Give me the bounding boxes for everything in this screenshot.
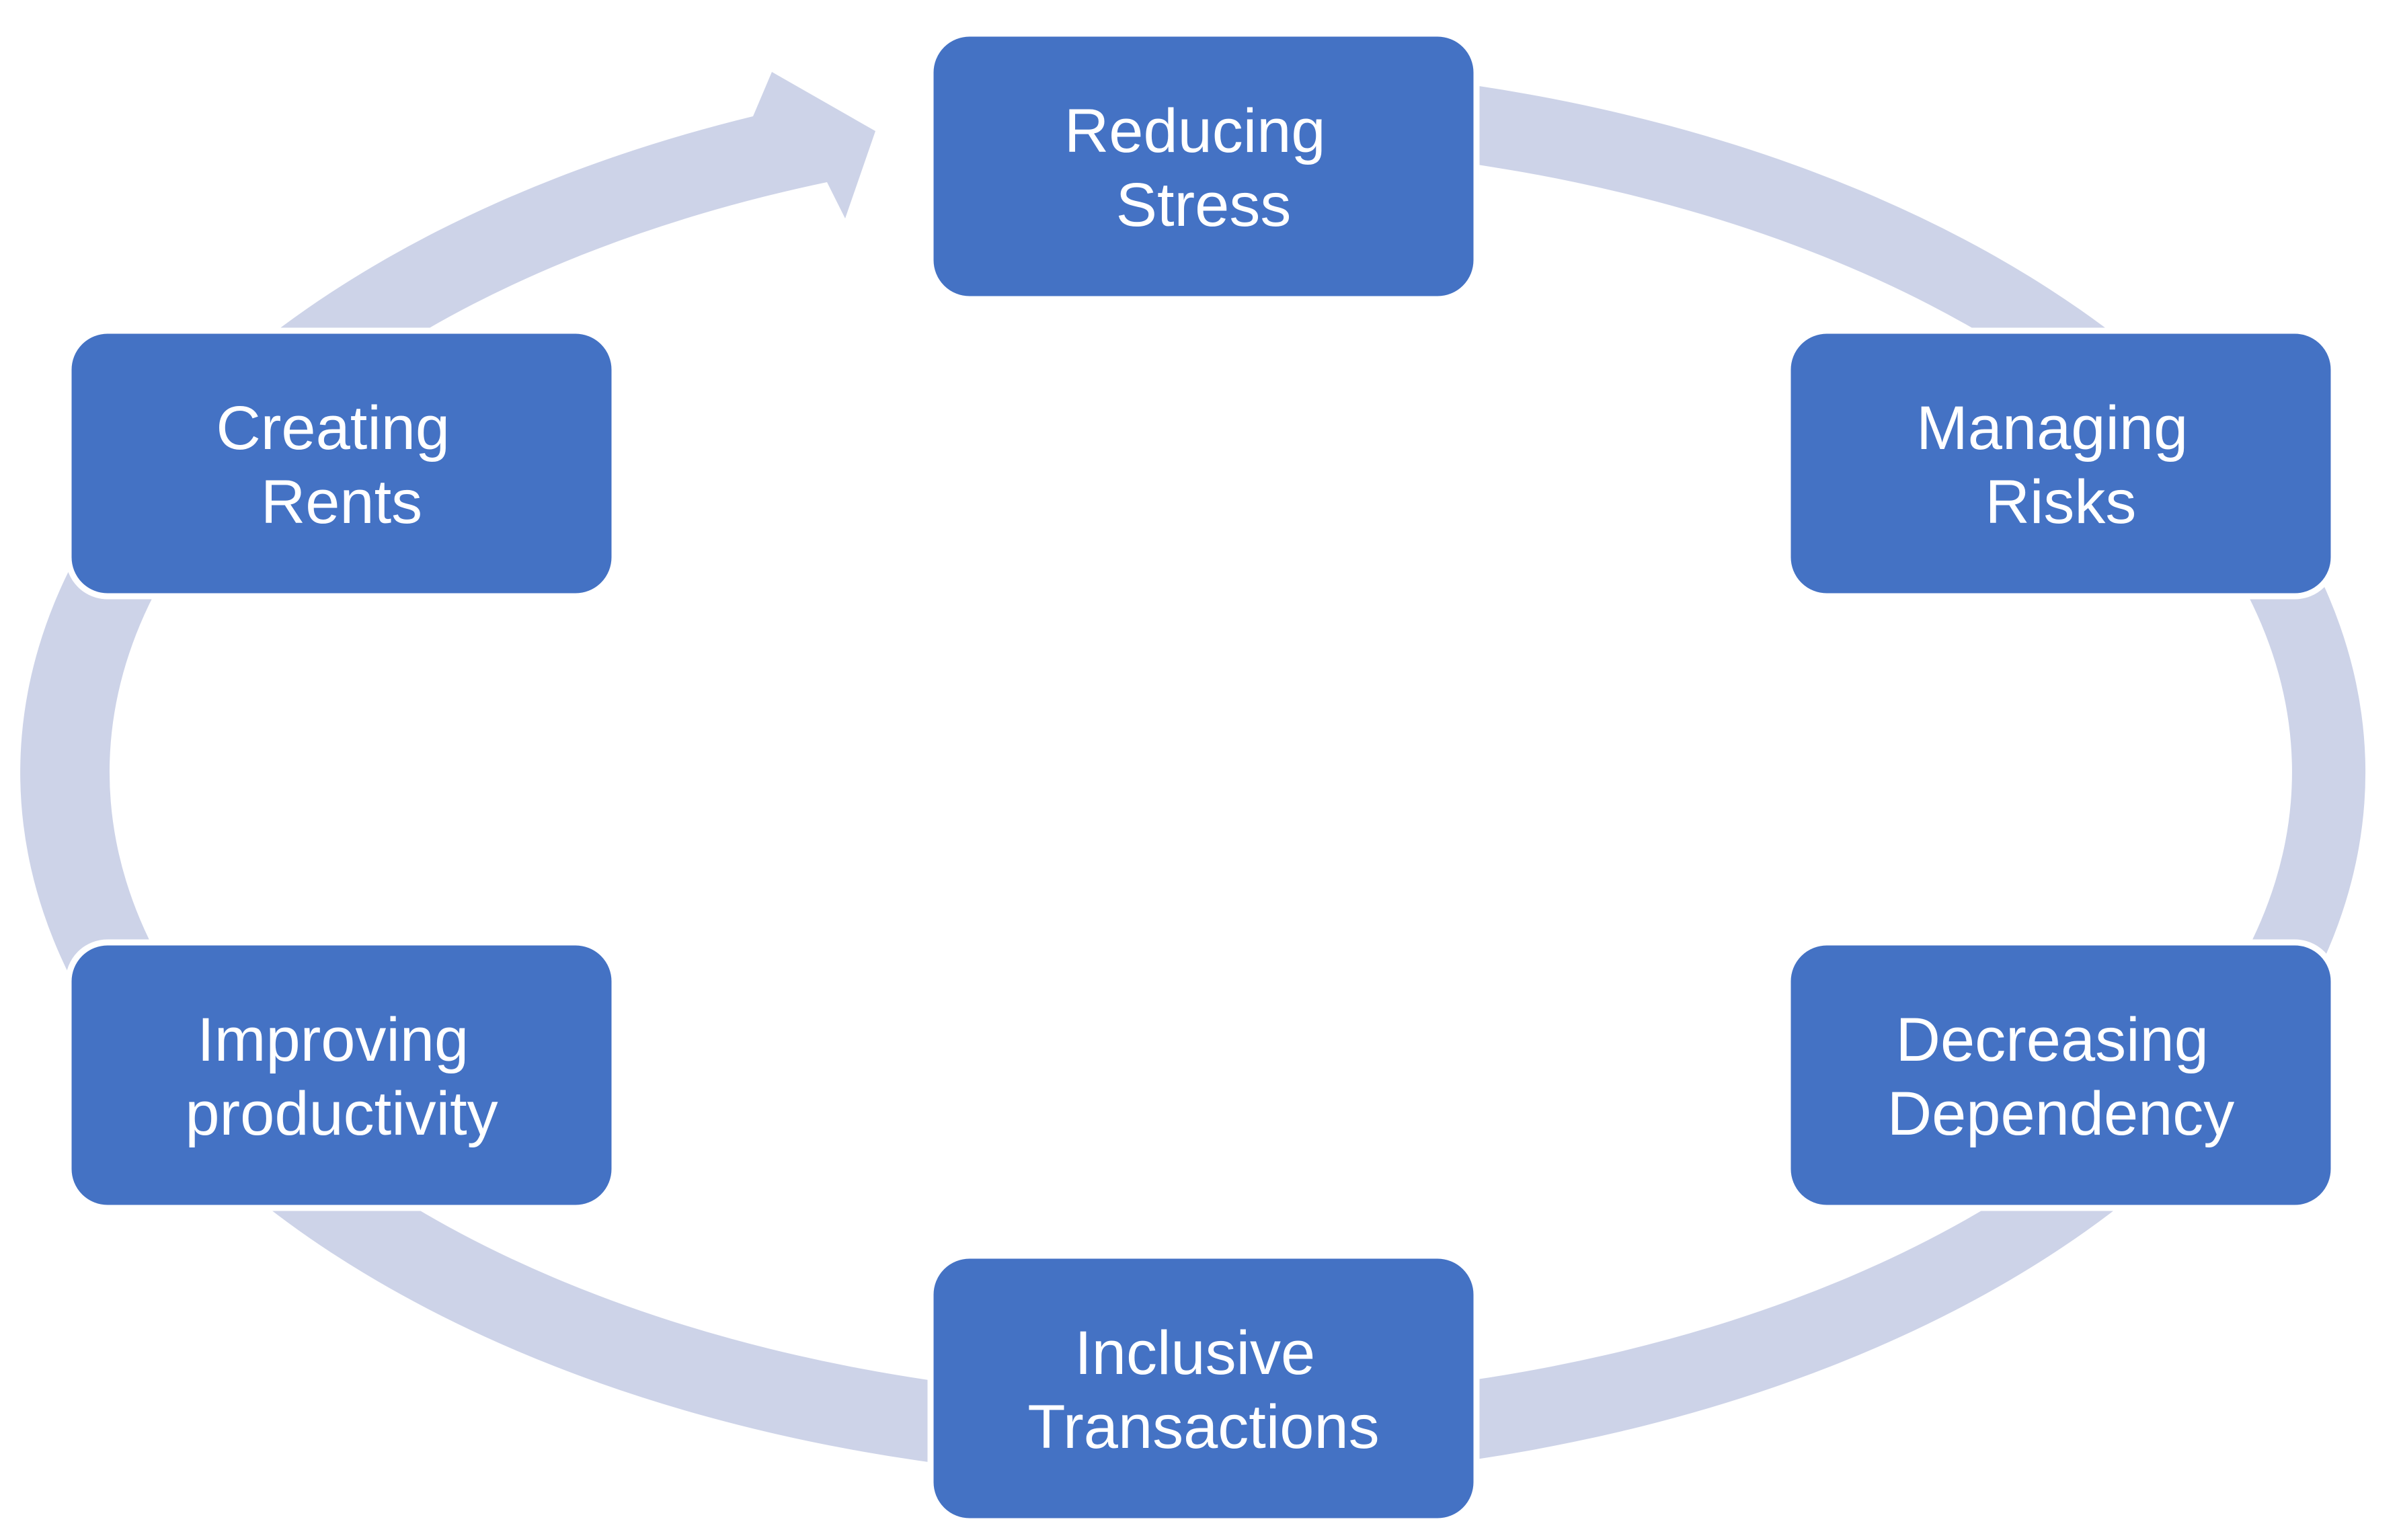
node-box (927, 30, 1480, 302)
node-label: Reducing Stress (1064, 97, 1343, 239)
node-label-line: Transactions (1027, 1393, 1379, 1461)
node-box (1784, 327, 2337, 600)
node-label-line: Rents (261, 468, 422, 536)
node-label-line: Improving (197, 1006, 469, 1074)
node-label-line: Risks (1985, 468, 2137, 536)
node-creating-rents: Creating Rents (65, 327, 618, 600)
node-label-line: Dependency (1887, 1080, 2235, 1148)
node-label: Creating Rents (216, 394, 467, 536)
node-reducing-stress: Reducing Stress (927, 30, 1480, 302)
node-label-line: Managing (1916, 394, 2188, 462)
node-decreasing-dependency: Decreasing Dependency (1784, 939, 2337, 1211)
node-box (1784, 939, 2337, 1211)
node-box (65, 939, 618, 1211)
node-label-line: Creating (216, 394, 450, 462)
node-box (927, 1252, 1480, 1525)
node-label-line: Reducing (1064, 97, 1326, 165)
node-inclusive-transactions: Inclusive Transactions (927, 1252, 1480, 1525)
node-label-line: productivity (185, 1080, 498, 1148)
node-label: Managing Risks (1916, 394, 2205, 536)
node-label: Decreasing Dependency (1887, 1006, 2235, 1148)
node-box (65, 327, 618, 600)
node-label-line: Inclusive (1074, 1319, 1315, 1387)
node-label: Inclusive Transactions (1027, 1319, 1379, 1461)
node-label-line: Stress (1116, 171, 1292, 239)
node-label: Improving productivity (185, 1006, 498, 1148)
node-improving-productivity: Improving productivity (65, 939, 618, 1211)
node-label-line: Decreasing (1896, 1006, 2209, 1074)
node-managing-risks: Managing Risks (1784, 327, 2337, 600)
